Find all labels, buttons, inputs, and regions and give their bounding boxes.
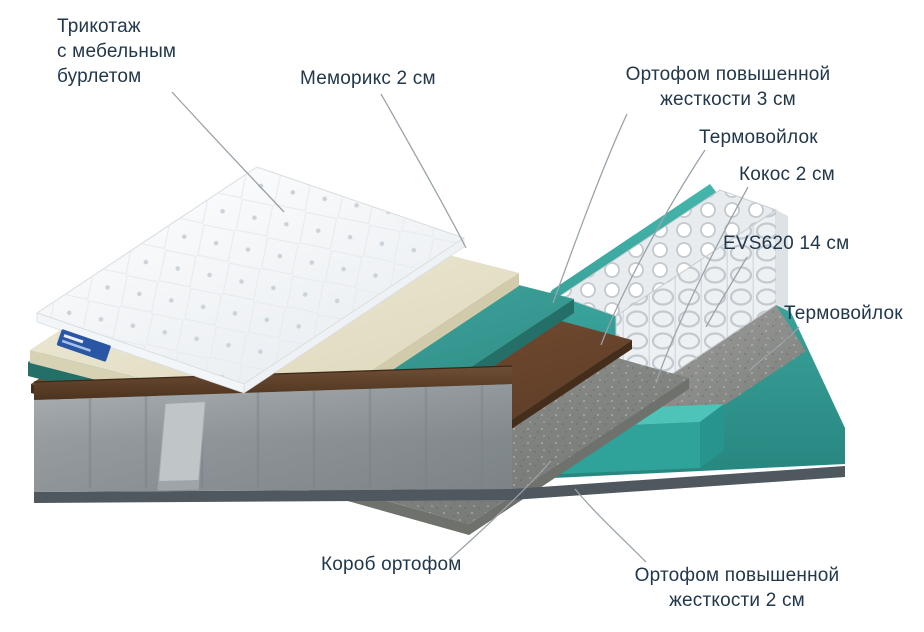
label-trikotazh-line3: бурлетом [57,66,142,87]
label-trikotazh-line2: с мебельным [57,41,177,62]
korob-right-face [700,404,724,468]
leader-trikotazh [171,91,285,213]
leader-lines [171,91,800,563]
leader-ortofom3 [552,113,628,304]
label-termovoilok-right: Термовойлок [784,303,903,324]
label-ortofom3-line1: Ортофом повышенной [625,64,831,85]
label-ortofom3: Ортофом повышенной жесткости 3 см [603,62,853,112]
bottom-rim [34,466,845,503]
box-handle [157,393,207,491]
leader-termovoilok-top [600,149,706,346]
label-ortofom2-line1: Ортофом повышенной [634,565,840,586]
box-top-brown-strip [34,366,512,400]
brand-tag [56,329,111,362]
label-trikotazh: Трикотаж с мебельным бурлетом [57,14,176,89]
label-ortofom2-line2: жесткости 2 см [669,590,805,611]
box-front-shade [34,384,512,492]
cover-edge-left [36,312,245,394]
label-ortofom2: Ортофом повышенной жесткости 2 см [612,563,862,613]
leader-memorix [380,93,467,249]
label-evs: EVS620 14 см [723,233,850,254]
leader-termovoilok-right [748,326,800,372]
leader-ortofom2 [574,488,647,563]
layer-cover [35,166,466,394]
cover-quilting [37,167,464,384]
label-kokos: Кокос 2 см [739,164,835,185]
leader-kokos [655,186,749,384]
label-memorix: Меморикс 2 см [300,68,436,89]
springs-right-face [776,210,788,311]
leader-evs [705,256,748,328]
label-trikotazh-line1: Трикотаж [57,16,141,37]
label-korob: Короб ортофом [321,554,462,575]
label-ortofom3-line2: жесткости 3 см [660,89,796,110]
label-termovoilok-top: Термовойлок [699,127,818,148]
mattress-box [33,365,845,503]
leader-korob [448,460,552,561]
